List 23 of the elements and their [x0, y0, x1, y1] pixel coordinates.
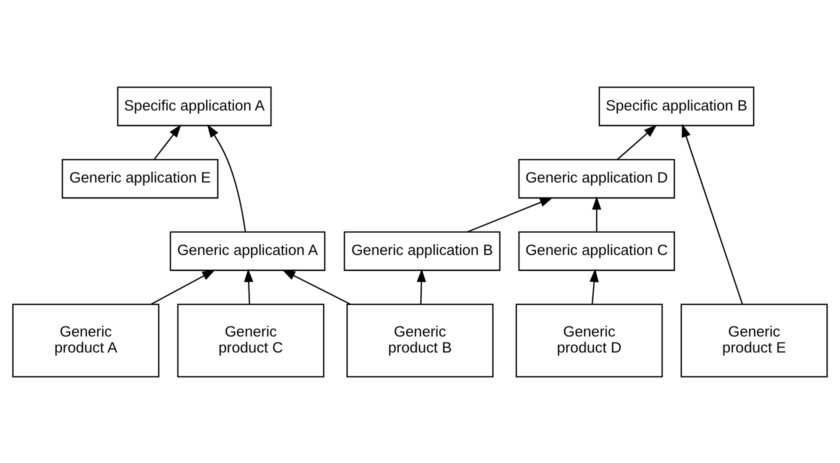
node-box: Generic product A [12, 303, 160, 377]
arrow [150, 269, 216, 304]
arrow [207, 124, 246, 232]
arrow [682, 123, 743, 304]
node-box: Specific application B [598, 86, 754, 126]
node-box: Specific application A [117, 86, 272, 126]
arrow [467, 196, 554, 232]
node-box: Generic product B [346, 303, 494, 377]
node-box: Generic product D [516, 303, 663, 377]
node-box: Generic application E [62, 158, 218, 198]
node-box: Generic application B [344, 230, 500, 270]
node-box: Generic application D [518, 158, 675, 198]
arrow [154, 124, 182, 160]
arrow [244, 268, 254, 304]
arrow [416, 268, 426, 304]
arrow [590, 268, 599, 304]
node-box: Generic product C [177, 303, 324, 377]
arrow [282, 269, 351, 304]
arrow [617, 124, 657, 160]
node-box: Generic application A [170, 230, 326, 270]
arrow [592, 196, 602, 232]
node-box: Generic product E [680, 303, 828, 377]
node-box: Generic application C [518, 230, 675, 270]
